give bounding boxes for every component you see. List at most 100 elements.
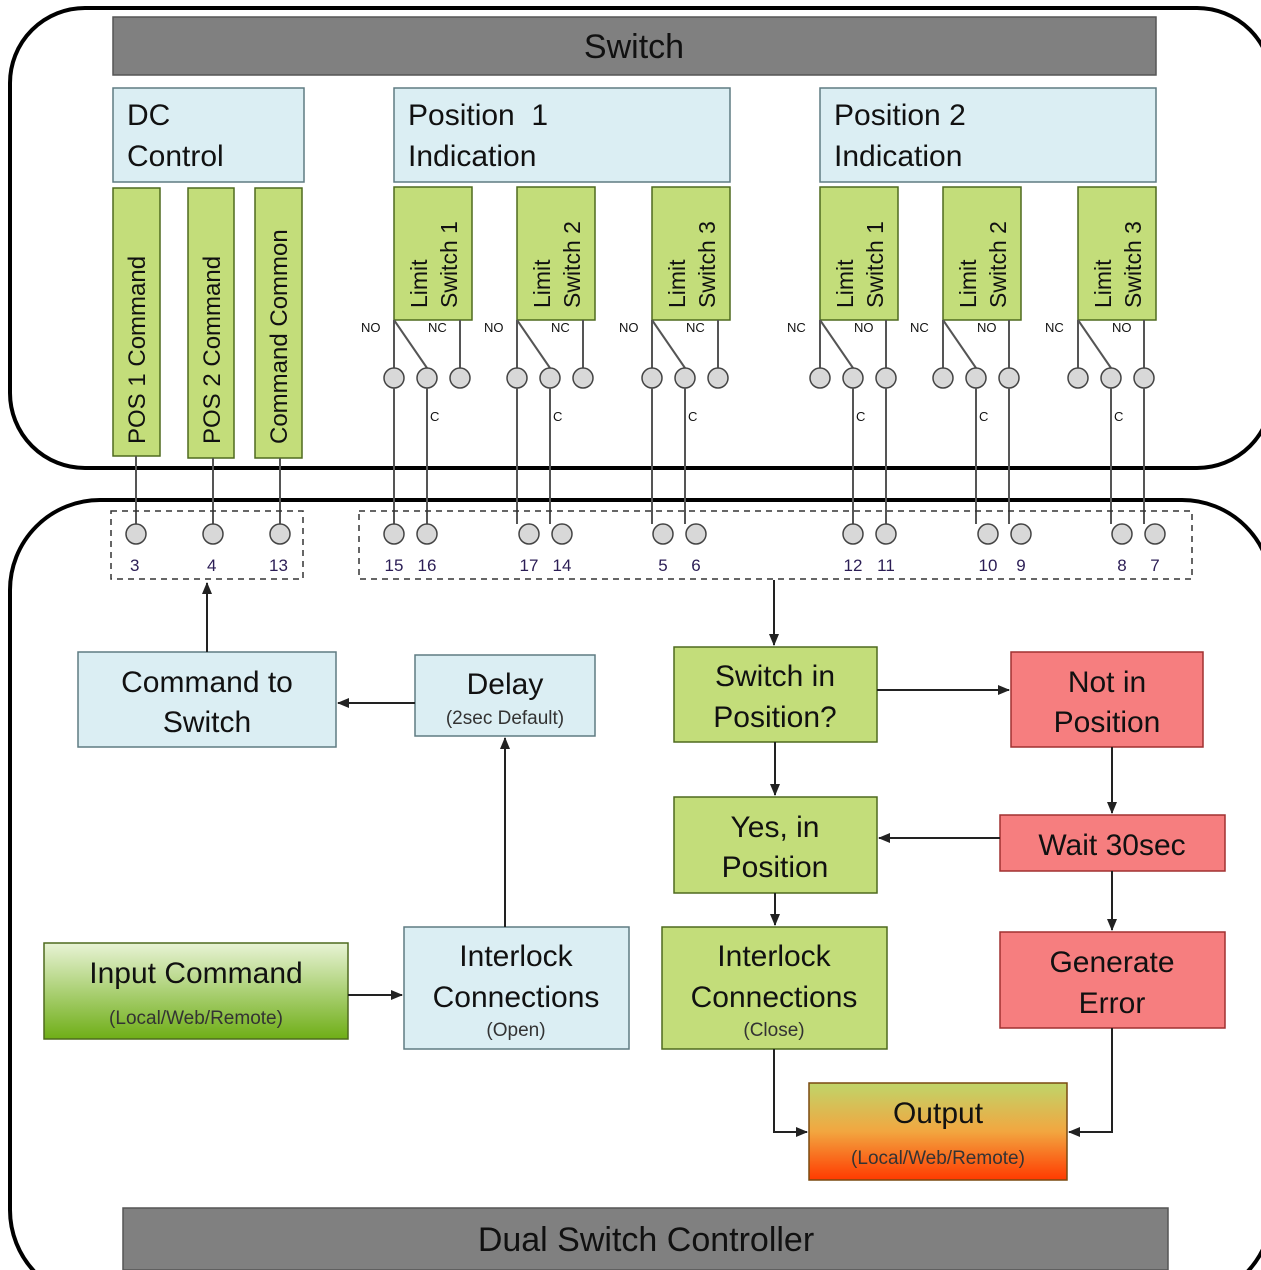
pin-number: 11 xyxy=(877,556,895,575)
limit-switch-label-line2: Switch 2 xyxy=(985,221,1011,308)
yes-in-position-box xyxy=(673,796,878,894)
pin-terminal-13 xyxy=(269,523,291,545)
yes-in-position-line2: Position xyxy=(722,851,829,884)
position2-line2: Indication xyxy=(834,140,962,173)
pin-terminal-12 xyxy=(842,523,864,545)
not-in-position-box xyxy=(1010,651,1204,748)
limit-switch-label-line2: Switch 3 xyxy=(694,221,720,308)
contact-terminal xyxy=(1100,367,1122,389)
output-title: Output xyxy=(893,1097,984,1130)
limit-switch-label-line1: Limit xyxy=(1090,259,1116,308)
pin-number: 4 xyxy=(207,556,216,575)
contact-label: NC xyxy=(428,320,447,335)
input-command-subtitle: (Local/Web/Remote) xyxy=(109,1008,283,1029)
pin-terminal-8 xyxy=(1111,523,1133,545)
contact-label: C xyxy=(856,409,865,424)
not-in-position-line1: Not in xyxy=(1068,666,1146,699)
pin-terminal-10 xyxy=(977,523,999,545)
switch-in-position-line1: Switch in xyxy=(715,660,835,693)
command-to-switch-box xyxy=(77,651,337,748)
contact-label: NO xyxy=(484,320,504,335)
generate-error-line1: Generate xyxy=(1049,946,1174,979)
contact-terminal xyxy=(539,367,561,389)
generate-error-line2: Error xyxy=(1079,987,1146,1020)
pin-terminal-15 xyxy=(383,523,405,545)
contact-terminal xyxy=(674,367,696,389)
command-common-label: Command Common xyxy=(266,229,293,444)
switch-in-position-box xyxy=(673,646,878,743)
yes-in-position-line1: Yes, in xyxy=(731,811,820,844)
pos2-command-label: POS 2 Command xyxy=(199,256,226,444)
contact-label: C xyxy=(553,409,562,424)
dc-control-line2: Control xyxy=(127,140,224,173)
pin-number: 6 xyxy=(691,556,700,575)
contact-label: NO xyxy=(1112,320,1132,335)
delay-title: Delay xyxy=(467,668,544,701)
flow-arrows xyxy=(202,580,1117,1137)
contact-label: NC xyxy=(910,320,929,335)
pin-number: 15 xyxy=(385,556,404,575)
command-to-switch-line2: Switch xyxy=(163,706,251,739)
pos2-command-box xyxy=(187,187,235,459)
contact-label: C xyxy=(979,409,988,424)
pin-terminal-9 xyxy=(1010,523,1032,545)
pin-terminal-5 xyxy=(652,523,674,545)
pin-number: 9 xyxy=(1016,556,1025,575)
contact-terminal xyxy=(965,367,987,389)
position2-line1: Position 2 xyxy=(834,99,966,132)
limit-switch-box xyxy=(651,186,731,321)
generate-error-box xyxy=(999,931,1226,1029)
limit-switch-label-line2: Switch 3 xyxy=(1120,221,1146,308)
switch-title-bar xyxy=(112,16,1157,76)
pin-number: 3 xyxy=(130,556,139,575)
limit-switch-label-line2: Switch 2 xyxy=(559,221,585,308)
pin-terminal-11 xyxy=(875,523,897,545)
contact-terminal xyxy=(998,367,1020,389)
switch-title: Switch xyxy=(584,28,684,66)
contact-label: NO xyxy=(977,320,997,335)
contact-label: C xyxy=(430,409,439,424)
command-common-box xyxy=(254,187,303,459)
pin-terminal-17 xyxy=(518,523,540,545)
limit-switch-label-line1: Limit xyxy=(664,259,690,308)
pin-terminal-7 xyxy=(1144,523,1166,545)
contact-label: NO xyxy=(361,320,381,335)
contact-terminal xyxy=(383,367,405,389)
contact-terminal xyxy=(449,367,471,389)
interlock-open-line2: Connections xyxy=(433,981,600,1014)
limit-switch-label-line1: Limit xyxy=(529,259,555,308)
contact-terminal xyxy=(1067,367,1089,389)
pin-terminal-6 xyxy=(685,523,707,545)
output-box xyxy=(808,1082,1068,1181)
pin-terminal-14 xyxy=(551,523,573,545)
contact-terminal xyxy=(506,367,528,389)
pin-terminal-16 xyxy=(416,523,438,545)
limit-switch-box xyxy=(819,186,899,321)
pin-number: 7 xyxy=(1150,556,1159,575)
limit-switch-box xyxy=(942,186,1022,321)
position1-line1: Position 1 xyxy=(408,99,548,132)
contact-label: NC xyxy=(551,320,570,335)
dc-control-box xyxy=(112,87,305,183)
pin-number: 14 xyxy=(553,556,572,575)
limit-switch-label-line1: Limit xyxy=(832,259,858,308)
contact-label: NC xyxy=(686,320,705,335)
controller-frame xyxy=(8,498,1261,1270)
interlock-close-line1: Interlock xyxy=(717,940,831,973)
delay-box xyxy=(414,654,596,737)
contact-terminal xyxy=(875,367,897,389)
position2-box xyxy=(819,87,1157,183)
contact-label: C xyxy=(1114,409,1123,424)
contact-terminal xyxy=(416,367,438,389)
limit-switch-box xyxy=(393,186,473,321)
contact-terminal xyxy=(842,367,864,389)
pin-number: 13 xyxy=(269,556,288,575)
dc-control-line1: DC xyxy=(127,99,170,132)
contact-terminal xyxy=(1133,367,1155,389)
